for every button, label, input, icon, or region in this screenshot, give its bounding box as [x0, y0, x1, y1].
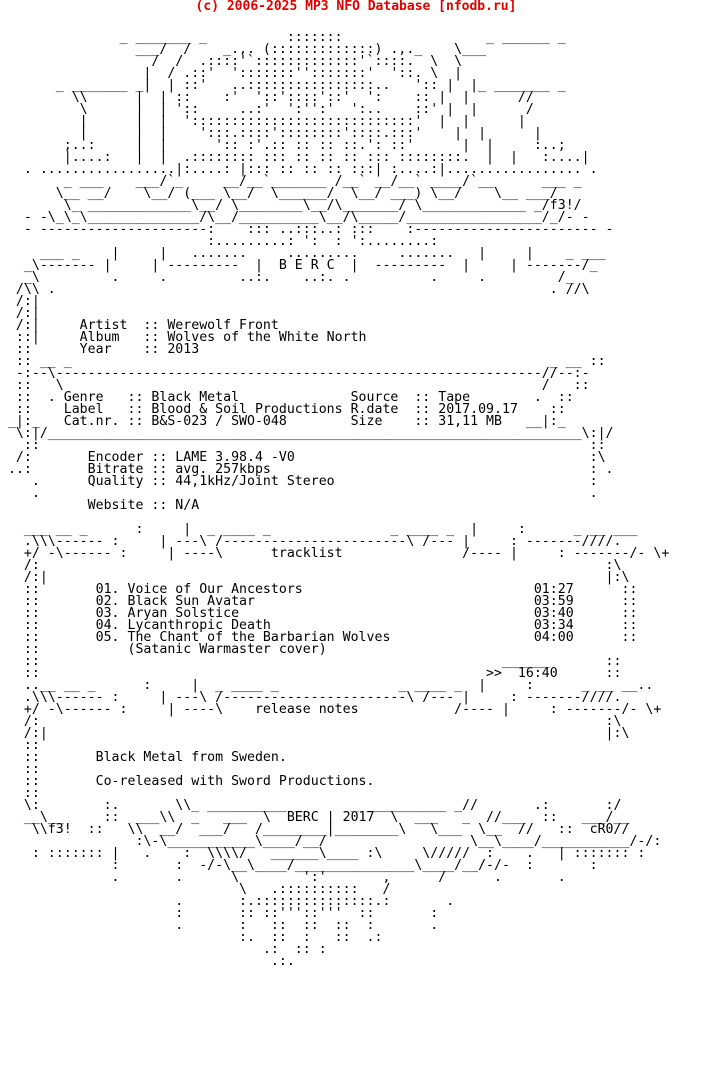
nfo-text: _ _______ _ ::::::: _ ______ _ ___/ / _.… — [7, 30, 670, 969]
site-header: (c) 2006-2025 MP3 NFO Database [nfodb.ru… — [195, 0, 517, 14]
